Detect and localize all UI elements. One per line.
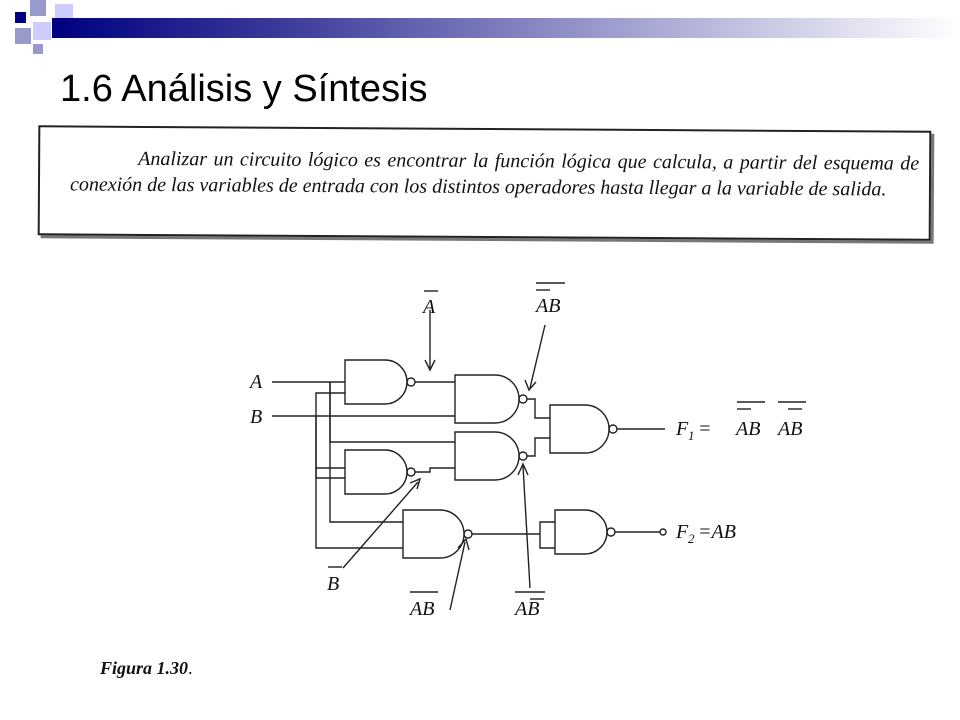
- arrow-nand-a-notb: [522, 465, 531, 589]
- output-f2-subscript: 2: [688, 531, 695, 546]
- logic-circuit-diagram: A B A AB B AB AB F 1 = AB AB F 2 =AB: [248, 282, 806, 620]
- corner-square-navy-1: [15, 12, 26, 23]
- label-not-a: A: [421, 296, 436, 318]
- nand-gate-6: [549, 404, 610, 454]
- arrow-nand-nota-b: [529, 324, 546, 389]
- figure-caption-label: Figura 1.30: [100, 658, 189, 678]
- nand-gate-1: [344, 359, 408, 405]
- input-a-label: A: [248, 371, 263, 393]
- nand-gate-3-bubble: [463, 529, 473, 539]
- nand-gate-4-bubble: [406, 467, 416, 477]
- wire-a-down: [329, 382, 455, 443]
- output-f1-term-2: AB: [776, 418, 802, 440]
- corner-square-lightblue-1: [33, 22, 51, 40]
- header-gradient-bar: [52, 18, 960, 38]
- wire-a-nand3: [329, 382, 403, 523]
- arrow-not-b: [342, 481, 419, 569]
- figure-caption-suffix: .: [188, 658, 193, 678]
- output-f1-subscript: 1: [688, 428, 695, 443]
- nand-gate-3: [402, 509, 465, 559]
- arrow-nand-a-b: [449, 541, 466, 611]
- input-b-label: B: [250, 406, 262, 428]
- nand-gate-2: [454, 374, 520, 424]
- output-f1-equals: =: [698, 418, 712, 440]
- nand-gate-2-bubble: [518, 394, 528, 404]
- figure-caption: Figura 1.30.: [100, 658, 193, 679]
- output-f2-equals: =AB: [698, 521, 736, 543]
- definition-box: Analizar un circuito lógico es encontrar…: [37, 125, 932, 241]
- label-not-b: B: [327, 573, 339, 595]
- page-title: 1.6 Análisis y Síntesis: [60, 68, 428, 110]
- label-nand-a-b: AB: [408, 598, 434, 620]
- nand-gate-1-bubble: [406, 377, 416, 387]
- output-f2-terminal: [659, 528, 667, 536]
- nand-gate-4: [344, 449, 408, 495]
- label-nand-not-a-b: AB: [534, 295, 560, 317]
- wire-b-nand3: [315, 416, 403, 549]
- nand-gate-7-bubble: [606, 527, 616, 537]
- wire-b-nand1: [315, 392, 345, 416]
- nand-gate-5: [454, 431, 520, 481]
- output-f1-name: F: [675, 418, 689, 440]
- nand-gate-7: [554, 509, 608, 555]
- output-f1-term-1: AB: [734, 418, 760, 440]
- corner-square-lavender-2: [15, 28, 31, 44]
- output-f2-name: F: [675, 521, 689, 543]
- nand-gate-6-bubble: [608, 424, 618, 434]
- corner-square-lightblue-2: [55, 4, 73, 22]
- label-nand-a-not-b: AB: [513, 598, 539, 620]
- corner-square-lavender-3: [33, 44, 43, 54]
- nand-gate-5-bubble: [518, 451, 528, 461]
- corner-square-lavender-1: [30, 0, 46, 16]
